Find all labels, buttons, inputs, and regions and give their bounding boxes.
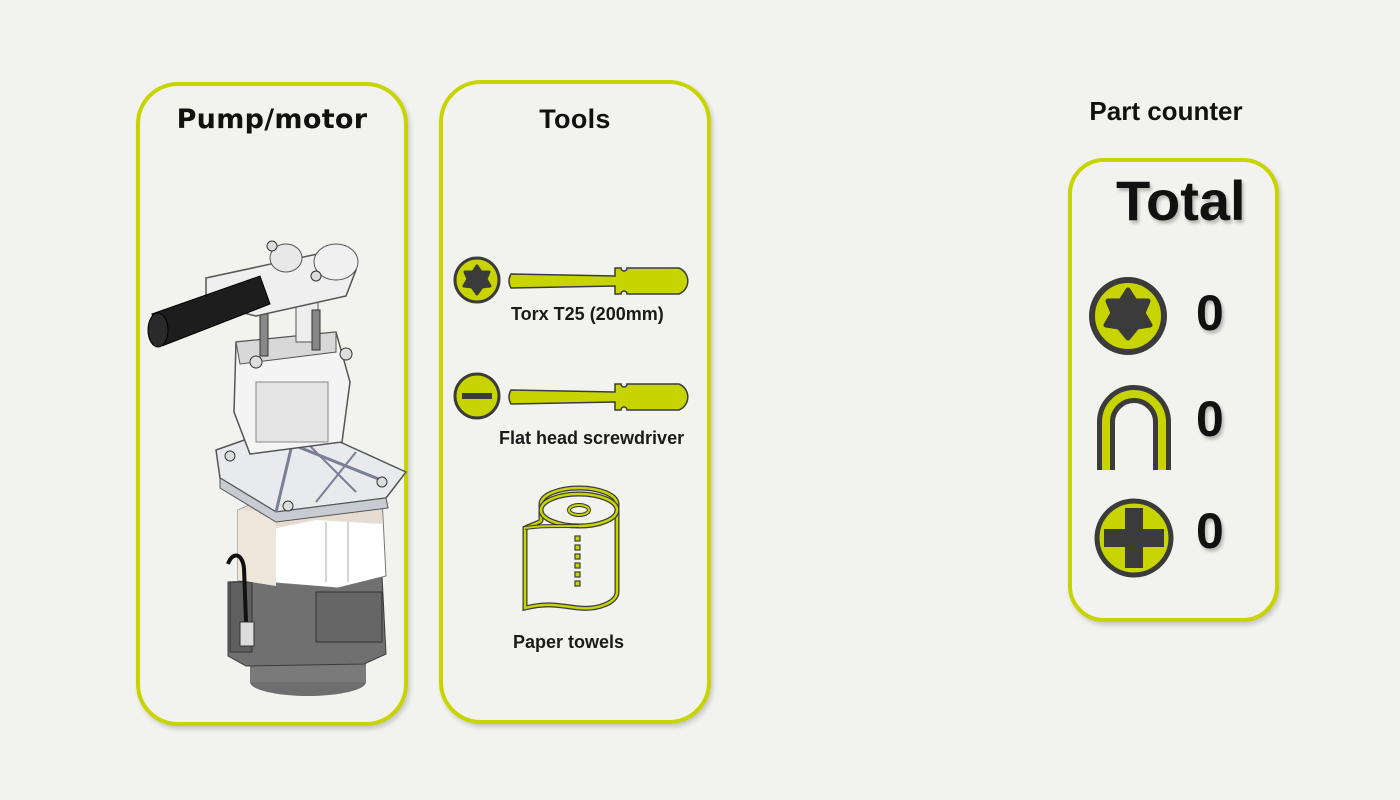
paper-towel-roll-icon [522,485,620,612]
pump-motor-image [147,240,408,696]
pump-motor-panel: Pump/motor [136,82,408,726]
tools-panel: Tools Torx T25 (200mm) Flat head screwdr… [439,80,711,724]
torx-screw-icon [1089,277,1167,355]
tool-label-torx: Torx T25 (200mm) [511,304,664,324]
u-clip-icon [1097,385,1171,470]
part-counter-heading: Part counter [1089,96,1243,126]
phillips-screw-count: 0 [1196,503,1224,559]
torx-screw-count: 0 [1196,285,1224,341]
tools-title: Tools [539,104,611,134]
pump-motor-title: Pump/motor [176,104,368,135]
phillips-screw-icon [1094,498,1174,578]
part-counter-panel: Total 0 0 0 [1068,158,1279,622]
tool-label-flathead: Flat head screwdriver [499,428,685,448]
flathead-screwdriver-icon [453,372,689,420]
u-clip-count: 0 [1196,391,1224,447]
tool-label-paper-towels: Paper towels [513,632,625,652]
total-label: Total [1116,169,1246,232]
torx-screwdriver-icon [453,256,689,304]
